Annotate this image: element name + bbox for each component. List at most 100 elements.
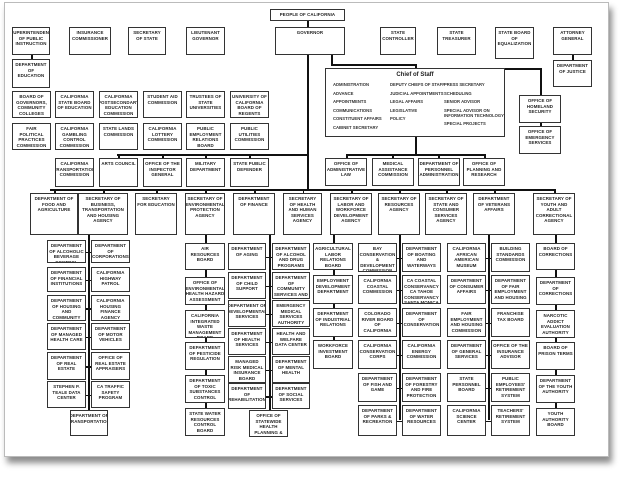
oshpd-box: Office of Statewide Health Planning & De… xyxy=(249,410,288,437)
connector-line xyxy=(486,354,491,356)
health-dept-box: Department of Social Services xyxy=(272,383,310,409)
business-dept-box: Department of Corporations xyxy=(91,240,130,263)
connector-line xyxy=(486,257,491,259)
connector-line xyxy=(249,154,251,158)
agency-box: Department of Finance xyxy=(233,193,275,235)
governor-office-box: Arts Council xyxy=(99,158,138,187)
environment-dept-box: California Integrated Waste Management B… xyxy=(185,310,225,338)
connector-line xyxy=(86,394,91,396)
labor-dept-box: Workforce Investment Board xyxy=(313,340,353,369)
board-box: Trustees of State Universities xyxy=(186,91,225,118)
health-dept-box: Department of Health Services xyxy=(228,328,266,355)
connector-line xyxy=(555,235,557,243)
connector-line xyxy=(307,21,309,27)
resources-dept-box: Department of Conservation xyxy=(402,308,441,337)
connector-line xyxy=(266,313,272,315)
emergency-services-box: Office of Emergency Services xyxy=(519,126,561,154)
board-box: Public Employment Relations Board xyxy=(186,123,225,150)
connector-line xyxy=(86,279,91,281)
business-dept-box: Department of Financial Institutions xyxy=(47,267,86,292)
board-box: California Postsecondary Education Commi… xyxy=(99,91,138,118)
business-dept-box: CA Traffic Safety Program xyxy=(91,381,130,408)
consumer-dept-box: California African American Museum xyxy=(447,243,486,272)
business-dept-box: California Housing Finance Agency xyxy=(91,295,130,321)
connector-line xyxy=(86,336,91,338)
department-of-justice-box: Department of Justice xyxy=(553,60,592,87)
connector-line xyxy=(307,55,309,189)
connector-line xyxy=(494,189,496,193)
chief-of-staff-item: Communications xyxy=(333,107,373,113)
consumer-dept-box: Fair Employment and Housing Commission xyxy=(447,308,486,337)
connector-line xyxy=(486,289,491,291)
connector-line xyxy=(415,64,417,68)
business-dept-box: Department of Housing and Community Deve… xyxy=(47,295,86,321)
connector-line xyxy=(205,235,207,243)
attorney-general-box: Attorney General xyxy=(553,27,592,55)
health-dept-box: Department of Community Services and Dev… xyxy=(272,272,310,299)
connector-line xyxy=(205,189,207,193)
chief-of-staff-item: Special Advisor on Information Technolog… xyxy=(444,107,504,118)
chief-of-staff-box: Chief of Staff AdministrationAdvanceAppo… xyxy=(325,68,505,137)
resources-dept-box: California Coastal Commission xyxy=(358,275,397,304)
chief-of-staff-column-2: Deputy Chiefs of StaffJudicial Appointme… xyxy=(390,82,445,121)
resources-dept-box: California Conservation Corps xyxy=(358,340,397,369)
agency-box: Department of Food and Agriculture xyxy=(30,193,78,235)
labor-dept-box: Employment Development Department xyxy=(313,275,353,304)
chief-of-staff-item: Deputy Chiefs of Staff xyxy=(390,82,445,87)
chief-of-staff-item: Policy xyxy=(390,116,406,122)
connector-line xyxy=(31,55,33,59)
chief-of-staff-item: Constituent Affairs xyxy=(333,116,382,122)
resources-dept-box: Department of Forestry and Fire Protecti… xyxy=(402,373,441,402)
resources-dept-box: Department of Parks & Recreation xyxy=(358,405,397,436)
chief-of-staff-item: Administration xyxy=(333,82,369,87)
environment-dept-box: Air Resources Board xyxy=(185,243,225,270)
chief-office-box: Medical Assistance Commission xyxy=(372,158,414,186)
chief-of-staff-item: Judicial Appointments xyxy=(390,90,444,96)
connector-line xyxy=(486,322,491,324)
youth-dept-box: Narcotic Addict Evaluation Authority xyxy=(536,310,575,338)
chief-office-box: Office of Planning and Research xyxy=(463,158,505,186)
connector-line xyxy=(554,189,556,193)
environment-dept-box: State Water Resources Control Board xyxy=(185,408,225,436)
connector-line xyxy=(351,189,353,193)
agency-box: Secretary of Labor and Workforce Develop… xyxy=(330,193,372,235)
connector-line xyxy=(397,420,402,422)
health-dept-box: Department of Mental Health xyxy=(272,356,310,383)
connector-line xyxy=(162,154,164,158)
board-box: California Lottery Commission xyxy=(143,123,182,150)
connector-line xyxy=(392,154,394,158)
business-dept-box: Department of Alcoholic Beverage Control xyxy=(47,240,86,263)
consumer-dept-box: California Science Center xyxy=(447,405,486,436)
connector-line xyxy=(397,387,402,389)
connector-line xyxy=(205,154,207,158)
governor-office-box: Office of the Inspector General xyxy=(143,158,182,187)
board-box: Board of Governors, Community Colleges xyxy=(12,91,51,118)
health-dept-box: Department of Alcohol and Drug Programs xyxy=(272,243,310,270)
resources-dept-box: California Energy Commission xyxy=(402,340,441,369)
secretary-of-state-box: Secretary of State xyxy=(128,27,166,55)
chief-of-staff-item: Legal Affairs xyxy=(390,99,424,105)
connector-line xyxy=(488,235,490,420)
insurance-commissioner-box: Insurance Commissioner xyxy=(69,27,111,55)
chief-of-staff-column-3: Press SecretarySchedulingSenior AdvisorS… xyxy=(444,82,504,126)
connector-line xyxy=(446,189,448,193)
consumer-dept-box: Department of General Services xyxy=(447,340,486,369)
resources-dept-box: CA Coastal Conservancy CA Tahoe Conserva… xyxy=(402,275,441,304)
connector-line xyxy=(86,251,91,253)
consumer-dept-box: Office of the Insurance Advisor xyxy=(491,340,530,369)
consumer-dept-box: Public Employees' Retirement System xyxy=(491,373,530,402)
consumer-dept-box: Teachers' Retirement System xyxy=(491,405,530,436)
resources-dept-box: Department of Boating and Waterways xyxy=(402,243,441,272)
business-dept-box: Department of Real Estate xyxy=(47,352,86,380)
governor-box: Governor xyxy=(275,27,345,55)
connector-line xyxy=(397,289,402,291)
chief-of-staff-item: Legislative xyxy=(390,107,418,113)
health-dept-box: Emergency Medical Services Authority xyxy=(272,300,310,327)
consumer-dept-box: Franchise Tax Board xyxy=(491,308,530,337)
environment-dept-box: Office of Environmental Health Hazard As… xyxy=(185,277,225,305)
connector-line xyxy=(266,341,272,343)
connector-line xyxy=(486,387,491,389)
connector-line xyxy=(484,154,486,158)
connector-line xyxy=(555,270,557,408)
superintendent-box: Superintendent of Public Instruction xyxy=(12,27,50,55)
